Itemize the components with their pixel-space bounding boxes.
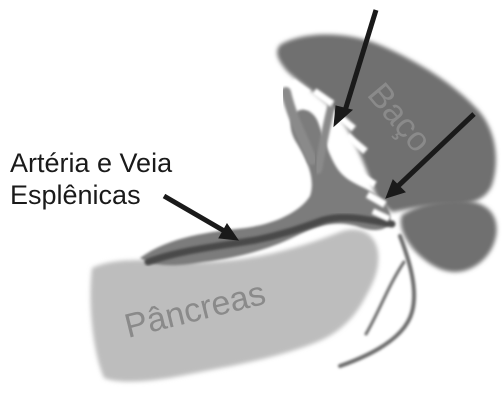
arrow-vessels [164, 196, 226, 232]
vessels-label-line1: Artéria e Veia [10, 148, 172, 178]
vessels-label-line2: Esplênicas [10, 180, 141, 210]
spleen-lower-lobe [401, 200, 497, 272]
